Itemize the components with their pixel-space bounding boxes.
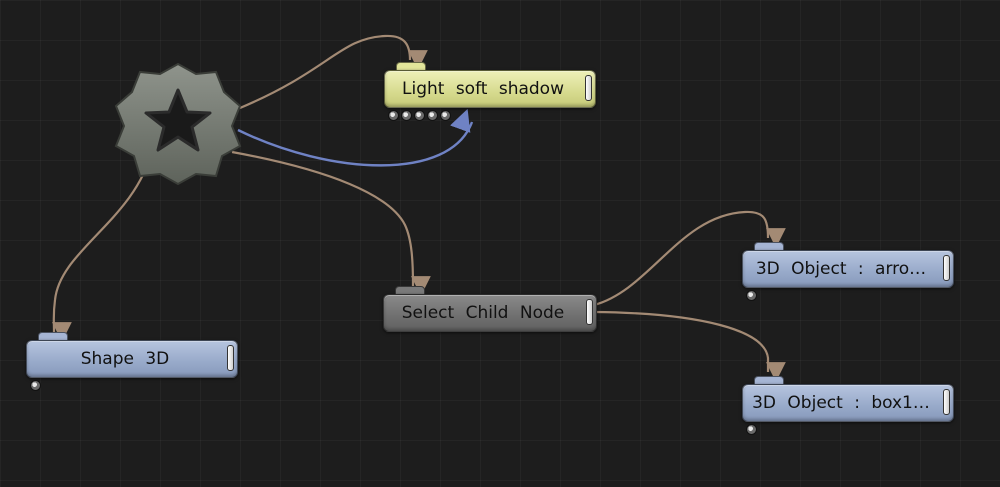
input-port-tab[interactable] bbox=[38, 332, 68, 343]
node-body bbox=[384, 70, 596, 108]
node-body bbox=[742, 250, 954, 288]
wire-select-to-box bbox=[593, 310, 786, 382]
node-label: Light soft shadow bbox=[402, 79, 564, 99]
node-select-child-node[interactable]: Select Child Node bbox=[383, 286, 597, 332]
wire-select-to-arrow bbox=[593, 210, 786, 307]
node-light-soft-shadow[interactable]: Light soft shadow bbox=[384, 62, 596, 121]
input-port-tab[interactable] bbox=[754, 242, 784, 253]
output-port[interactable] bbox=[401, 110, 412, 121]
root-scene-node[interactable] bbox=[112, 60, 244, 188]
output-port[interactable] bbox=[414, 110, 425, 121]
wire-root-to-light-highlight bbox=[237, 108, 474, 167]
node-body bbox=[742, 384, 954, 422]
node-resize-handle[interactable] bbox=[585, 75, 592, 101]
node-body bbox=[383, 294, 597, 332]
node-resize-handle[interactable] bbox=[586, 299, 593, 325]
output-port[interactable] bbox=[388, 110, 399, 121]
node-resize-handle[interactable] bbox=[227, 345, 234, 371]
node-label: 3D Object : box1… bbox=[752, 393, 930, 413]
input-port-tab[interactable] bbox=[395, 286, 425, 297]
output-port-row bbox=[388, 110, 451, 121]
output-port[interactable] bbox=[440, 110, 451, 121]
wire-root-to-select-child bbox=[231, 150, 431, 296]
node-body bbox=[26, 340, 238, 378]
wire-root-to-light bbox=[239, 34, 428, 110]
output-port-row bbox=[746, 290, 757, 301]
input-port-tab[interactable] bbox=[754, 376, 784, 387]
wire-root-to-shape3d bbox=[52, 149, 154, 342]
node-label: 3D Object : arro… bbox=[755, 259, 927, 279]
node-resize-handle[interactable] bbox=[943, 389, 950, 415]
input-port-tab[interactable] bbox=[396, 62, 426, 73]
output-port-row bbox=[746, 424, 757, 435]
node-shape-3d[interactable]: Shape 3D bbox=[26, 332, 238, 391]
node-3d-object-arrow[interactable]: 3D Object : arro… bbox=[742, 242, 954, 301]
output-port[interactable] bbox=[30, 380, 41, 391]
output-port-row bbox=[30, 380, 41, 391]
node-label: Select Child Node bbox=[401, 303, 565, 323]
output-port[interactable] bbox=[746, 290, 757, 301]
output-port[interactable] bbox=[746, 424, 757, 435]
node-label: Shape 3D bbox=[80, 349, 170, 369]
star-hexagon-icon bbox=[114, 62, 242, 186]
node-resize-handle[interactable] bbox=[943, 255, 950, 281]
output-port[interactable] bbox=[427, 110, 438, 121]
node-3d-object-box[interactable]: 3D Object : box1… bbox=[742, 376, 954, 435]
